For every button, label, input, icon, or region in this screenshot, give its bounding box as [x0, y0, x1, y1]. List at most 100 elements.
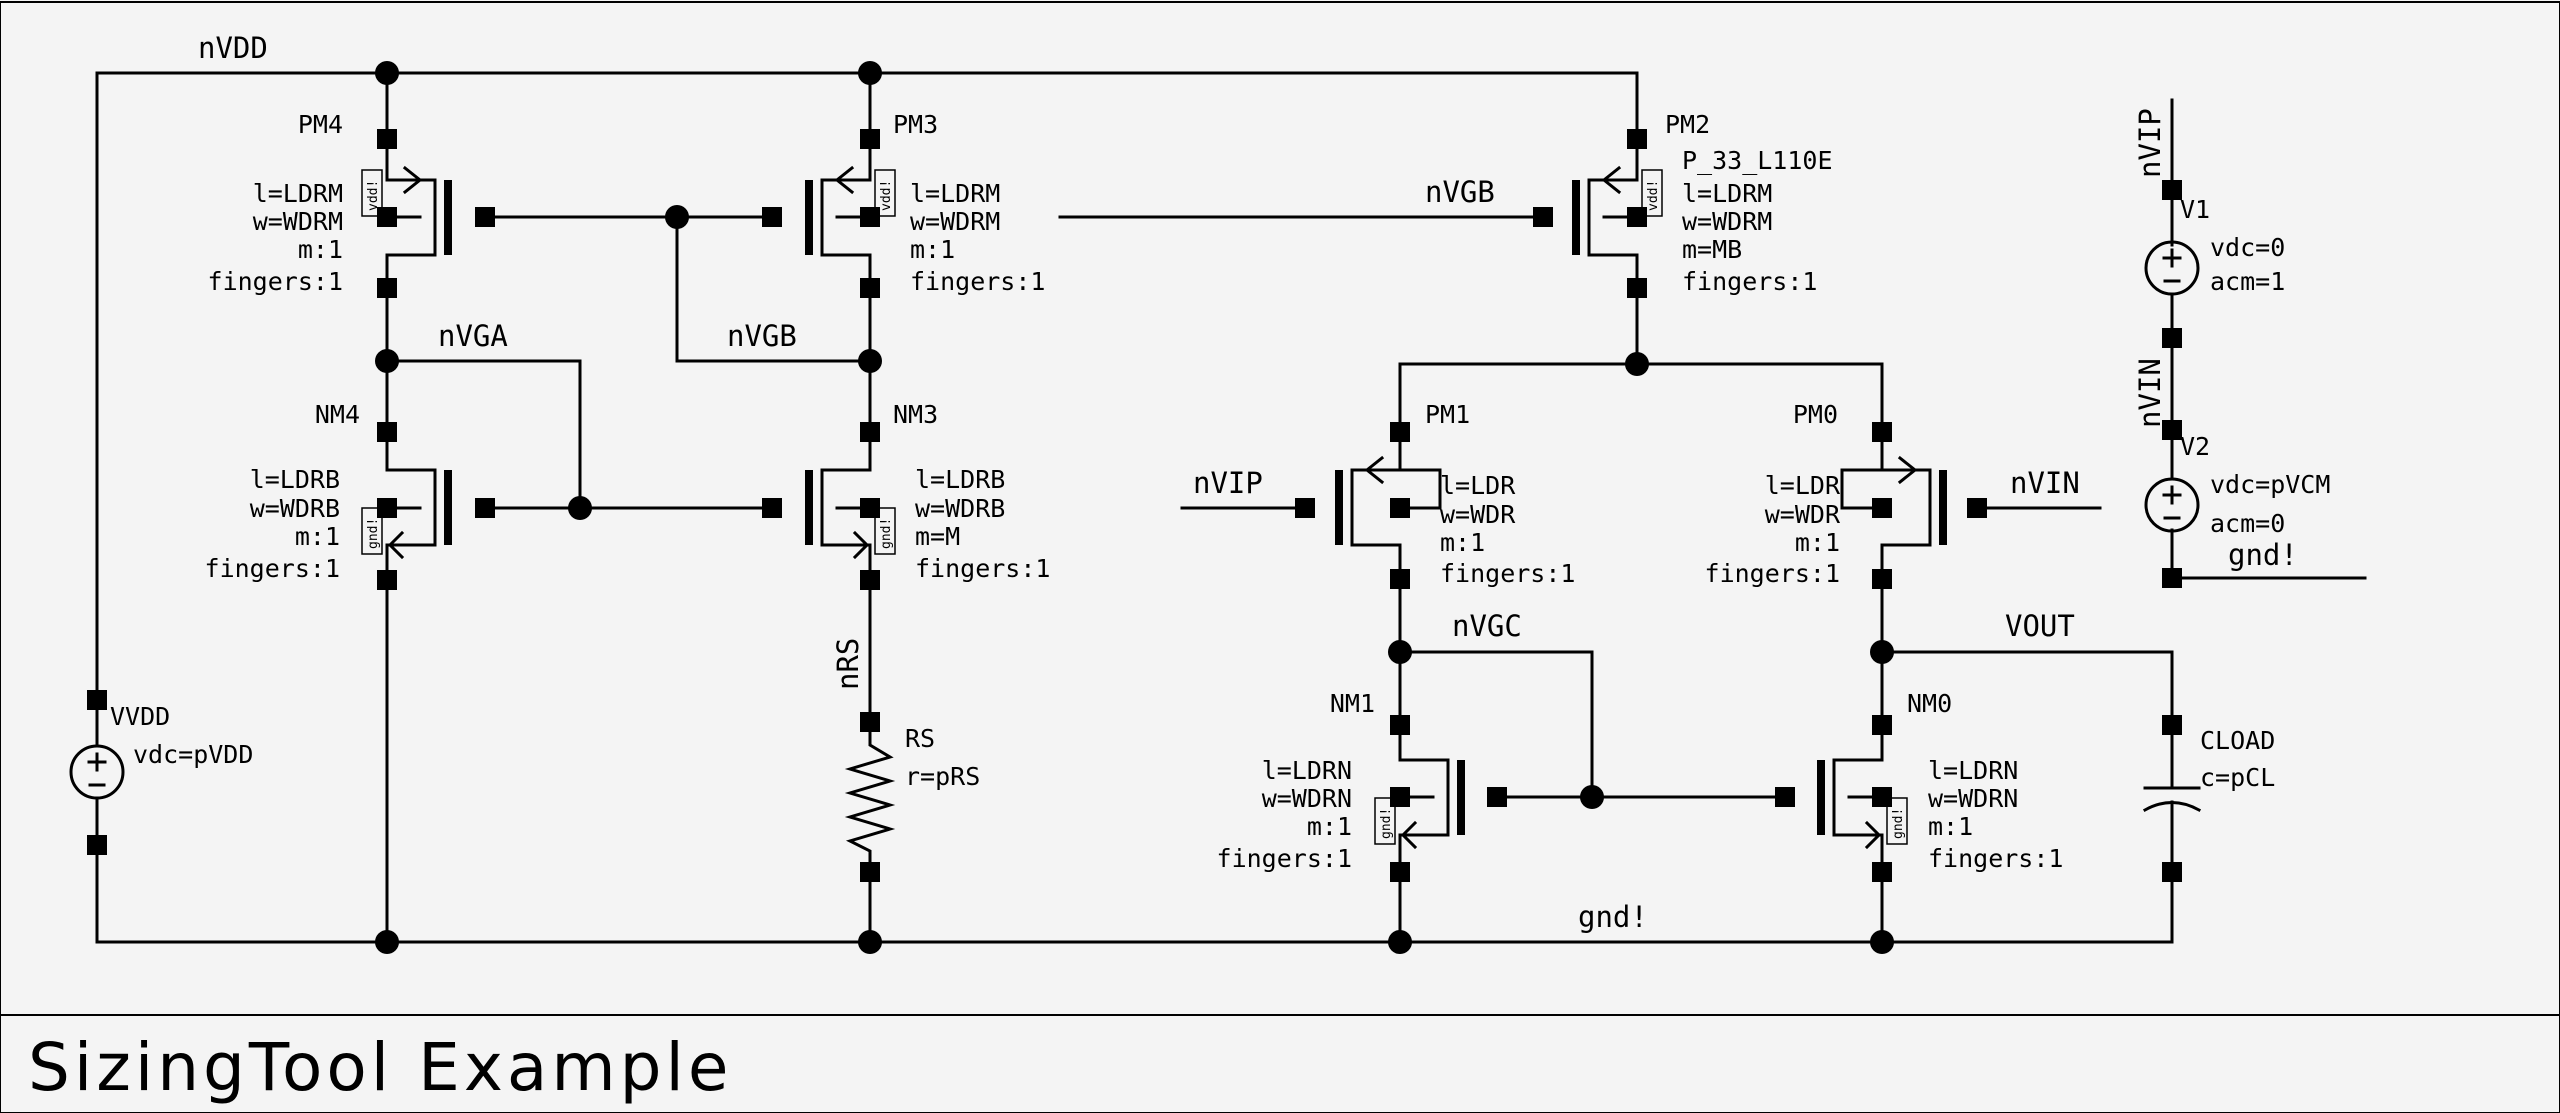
v2-symbol — [2144, 428, 2200, 533]
nm0-name: NM0 — [1907, 689, 1952, 718]
pin — [2162, 862, 2182, 882]
rs-value: r=pRS — [905, 762, 980, 791]
pin — [860, 278, 880, 298]
pm4-width: w=WDRM — [253, 207, 343, 236]
nm3-length: l=LDRB — [915, 465, 1005, 494]
nm3-fingers: fingers:1 — [915, 554, 1050, 583]
junction-dots — [375, 61, 1894, 954]
vvdd-value: vdc=pVDD — [133, 740, 253, 769]
pm2-model: P_33_L110E — [1682, 146, 1833, 175]
svg-text:vdd!: vdd! — [366, 180, 381, 211]
cload-symbol — [2142, 723, 2202, 874]
pm2-width: w=WDRM — [1682, 207, 1772, 236]
pin — [1872, 569, 1892, 589]
junction-dot — [375, 349, 399, 373]
pin — [860, 129, 880, 149]
net-label-nvga: nVGA — [438, 319, 508, 353]
rs-name: RS — [905, 724, 935, 753]
nm1-labels: NM1 l=LDRN w=WDRN m:1 fingers:1 — [1217, 689, 1375, 873]
pm4-multiplier: m:1 — [298, 235, 343, 264]
v1-vdc: vdc=0 — [2210, 233, 2285, 262]
pin — [762, 207, 782, 227]
pm2-multiplier: m=MB — [1682, 235, 1742, 264]
nm0-length: l=LDRN — [1928, 756, 2018, 785]
svg-text:vdd!: vdd! — [1646, 180, 1661, 211]
pin — [762, 498, 782, 518]
pm3-labels: PM3 l=LDRM w=WDRM m:1 fingers:1 — [893, 110, 1045, 296]
v1-labels: V1 vdc=0 acm=1 — [2180, 195, 2285, 296]
pm1-width: w=WDR — [1440, 500, 1516, 529]
pm3-multiplier: m:1 — [910, 235, 955, 264]
pin — [87, 690, 107, 710]
pin — [377, 129, 397, 149]
vvdd-name: VVDD — [110, 702, 170, 731]
pin — [1627, 129, 1647, 149]
pin — [1487, 787, 1507, 807]
pin — [2162, 715, 2182, 735]
rs-labels: RS r=pRS — [905, 724, 980, 791]
nm1-length: l=LDRN — [1262, 756, 1352, 785]
net-labels: nVDD nVGA nVGB nVGB nRS nVGC VOUT gnd! n… — [198, 31, 2298, 934]
wires — [95, 71, 2367, 944]
pin — [1967, 498, 1987, 518]
net-label-nvin: nVIN — [2010, 466, 2080, 500]
pin — [860, 207, 880, 227]
svg-text:gnd!: gnd! — [1379, 808, 1394, 839]
pm0-labels: PM0 l=LDR w=WDR m:1 fingers:1 — [1705, 400, 1841, 588]
pm3-length: l=LDRM — [910, 179, 1000, 208]
v2-name: V2 — [2180, 432, 2210, 461]
pin — [87, 835, 107, 855]
rs-symbol — [844, 720, 896, 874]
pin — [1390, 715, 1410, 735]
pin — [377, 278, 397, 298]
pin — [860, 498, 880, 518]
junction-dot — [858, 61, 882, 85]
v2-vdc: vdc=pVCM — [2210, 470, 2330, 499]
pin — [1872, 715, 1892, 735]
v1-symbol — [2144, 188, 2200, 340]
cload-name: CLOAD — [2200, 726, 2275, 755]
pm0-symbol — [1840, 430, 1947, 581]
svg-text:gnd!: gnd! — [1891, 808, 1906, 839]
nm1-multiplier: m:1 — [1307, 812, 1352, 841]
pin — [377, 422, 397, 442]
net-label-nvip: nVIP — [1193, 466, 1263, 500]
nm3-multiplier: m=M — [915, 522, 960, 551]
pin — [1872, 422, 1892, 442]
cload-labels: CLOAD c=pCL — [2200, 726, 2275, 792]
nm4-width: w=WDRB — [250, 494, 340, 523]
pin — [1390, 422, 1410, 442]
terminal-pins — [87, 129, 2182, 882]
junction-dot — [375, 61, 399, 85]
pin — [377, 498, 397, 518]
pin — [475, 498, 495, 518]
junction-dot — [1388, 930, 1412, 954]
pm2-name: PM2 — [1665, 110, 1710, 139]
pin — [1390, 498, 1410, 518]
nm1-name: NM1 — [1330, 689, 1375, 718]
nm0-width: w=WDRN — [1928, 784, 2018, 813]
pin — [1627, 207, 1647, 227]
v2-acm: acm=0 — [2210, 509, 2285, 538]
pin — [1872, 498, 1892, 518]
net-label-nrs: nRS — [831, 638, 865, 690]
pm3-fingers: fingers:1 — [910, 267, 1045, 296]
pm0-width: w=WDR — [1765, 500, 1841, 529]
nm3-name: NM3 — [893, 400, 938, 429]
bulk-tags: vdd! vdd! vdd! gnd! gnd! gnd! gnd! — [361, 169, 1908, 845]
svg-text:gnd!: gnd! — [366, 518, 381, 549]
net-label-nvgb-right: nVGB — [1425, 175, 1495, 209]
pin — [2162, 568, 2182, 588]
net-label-nvin-source: nVIN — [2133, 358, 2167, 428]
junction-dot — [1870, 930, 1894, 954]
pm1-length: l=LDR — [1440, 471, 1516, 500]
pm4-labels: PM4 l=LDRM w=WDRM m:1 fingers:1 — [208, 110, 343, 296]
nm0-labels: NM0 l=LDRN w=WDRN m:1 fingers:1 — [1907, 689, 2063, 873]
pm1-name: PM1 — [1425, 400, 1470, 429]
pm1-symbol — [1335, 430, 1442, 581]
vvdd-labels: VVDD vdc=pVDD — [110, 702, 253, 769]
pm3-name: PM3 — [893, 110, 938, 139]
nm4-length: l=LDRB — [250, 465, 340, 494]
